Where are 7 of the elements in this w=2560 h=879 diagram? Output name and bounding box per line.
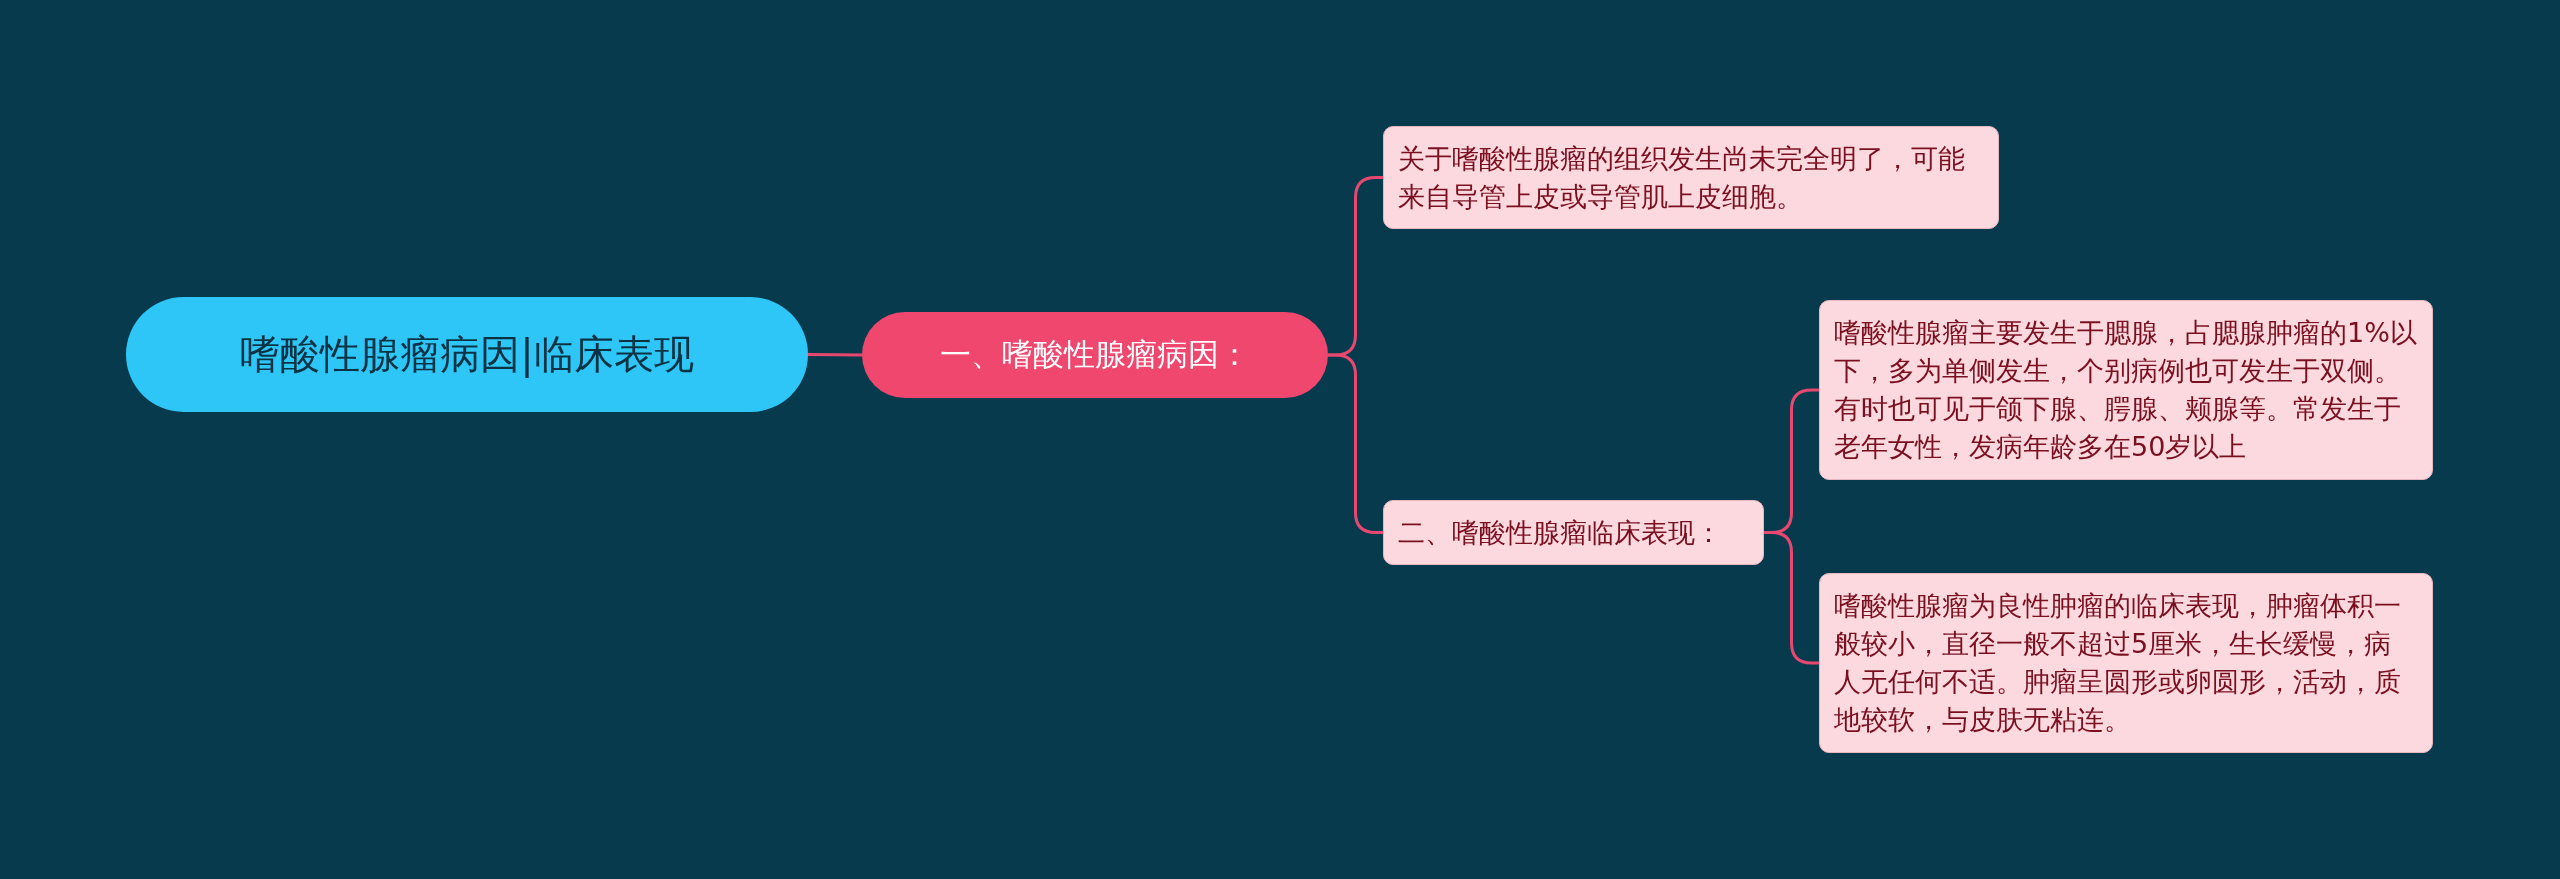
text-box: 嗜酸性腺瘤主要发生于腮腺，占腮腺肿瘤的1%以下，多为单侧发生，个别病例也可发生于双侧。有时也可见于颌下腺、腭腺、颊腺等。常发生于老年女性，发病年龄多在50岁以上 bbox=[1819, 300, 2433, 480]
text-box: 嗜酸性腺瘤为良性肿瘤的临床表现，肿瘤体积一般较小，直径一般不超过5厘米，生长缓慢，病人无任何不适。肿瘤呈圆形或卵圆形，活动，质地较软，与皮肤无粘连。 bbox=[1819, 573, 2433, 753]
branch-pill: 一、嗜酸性腺瘤病因： bbox=[862, 312, 1328, 398]
connector-line bbox=[808, 353, 862, 357]
topic-pill: 嗜酸性腺瘤病因|临床表现 bbox=[126, 297, 808, 412]
branch-box: 二、嗜酸性腺瘤临床表现： bbox=[1383, 500, 1764, 565]
text-box: 关于嗜酸性腺瘤的组织发生尚未完全明了，可能来自导管上皮或导管肌上皮细胞。 bbox=[1383, 126, 1999, 229]
